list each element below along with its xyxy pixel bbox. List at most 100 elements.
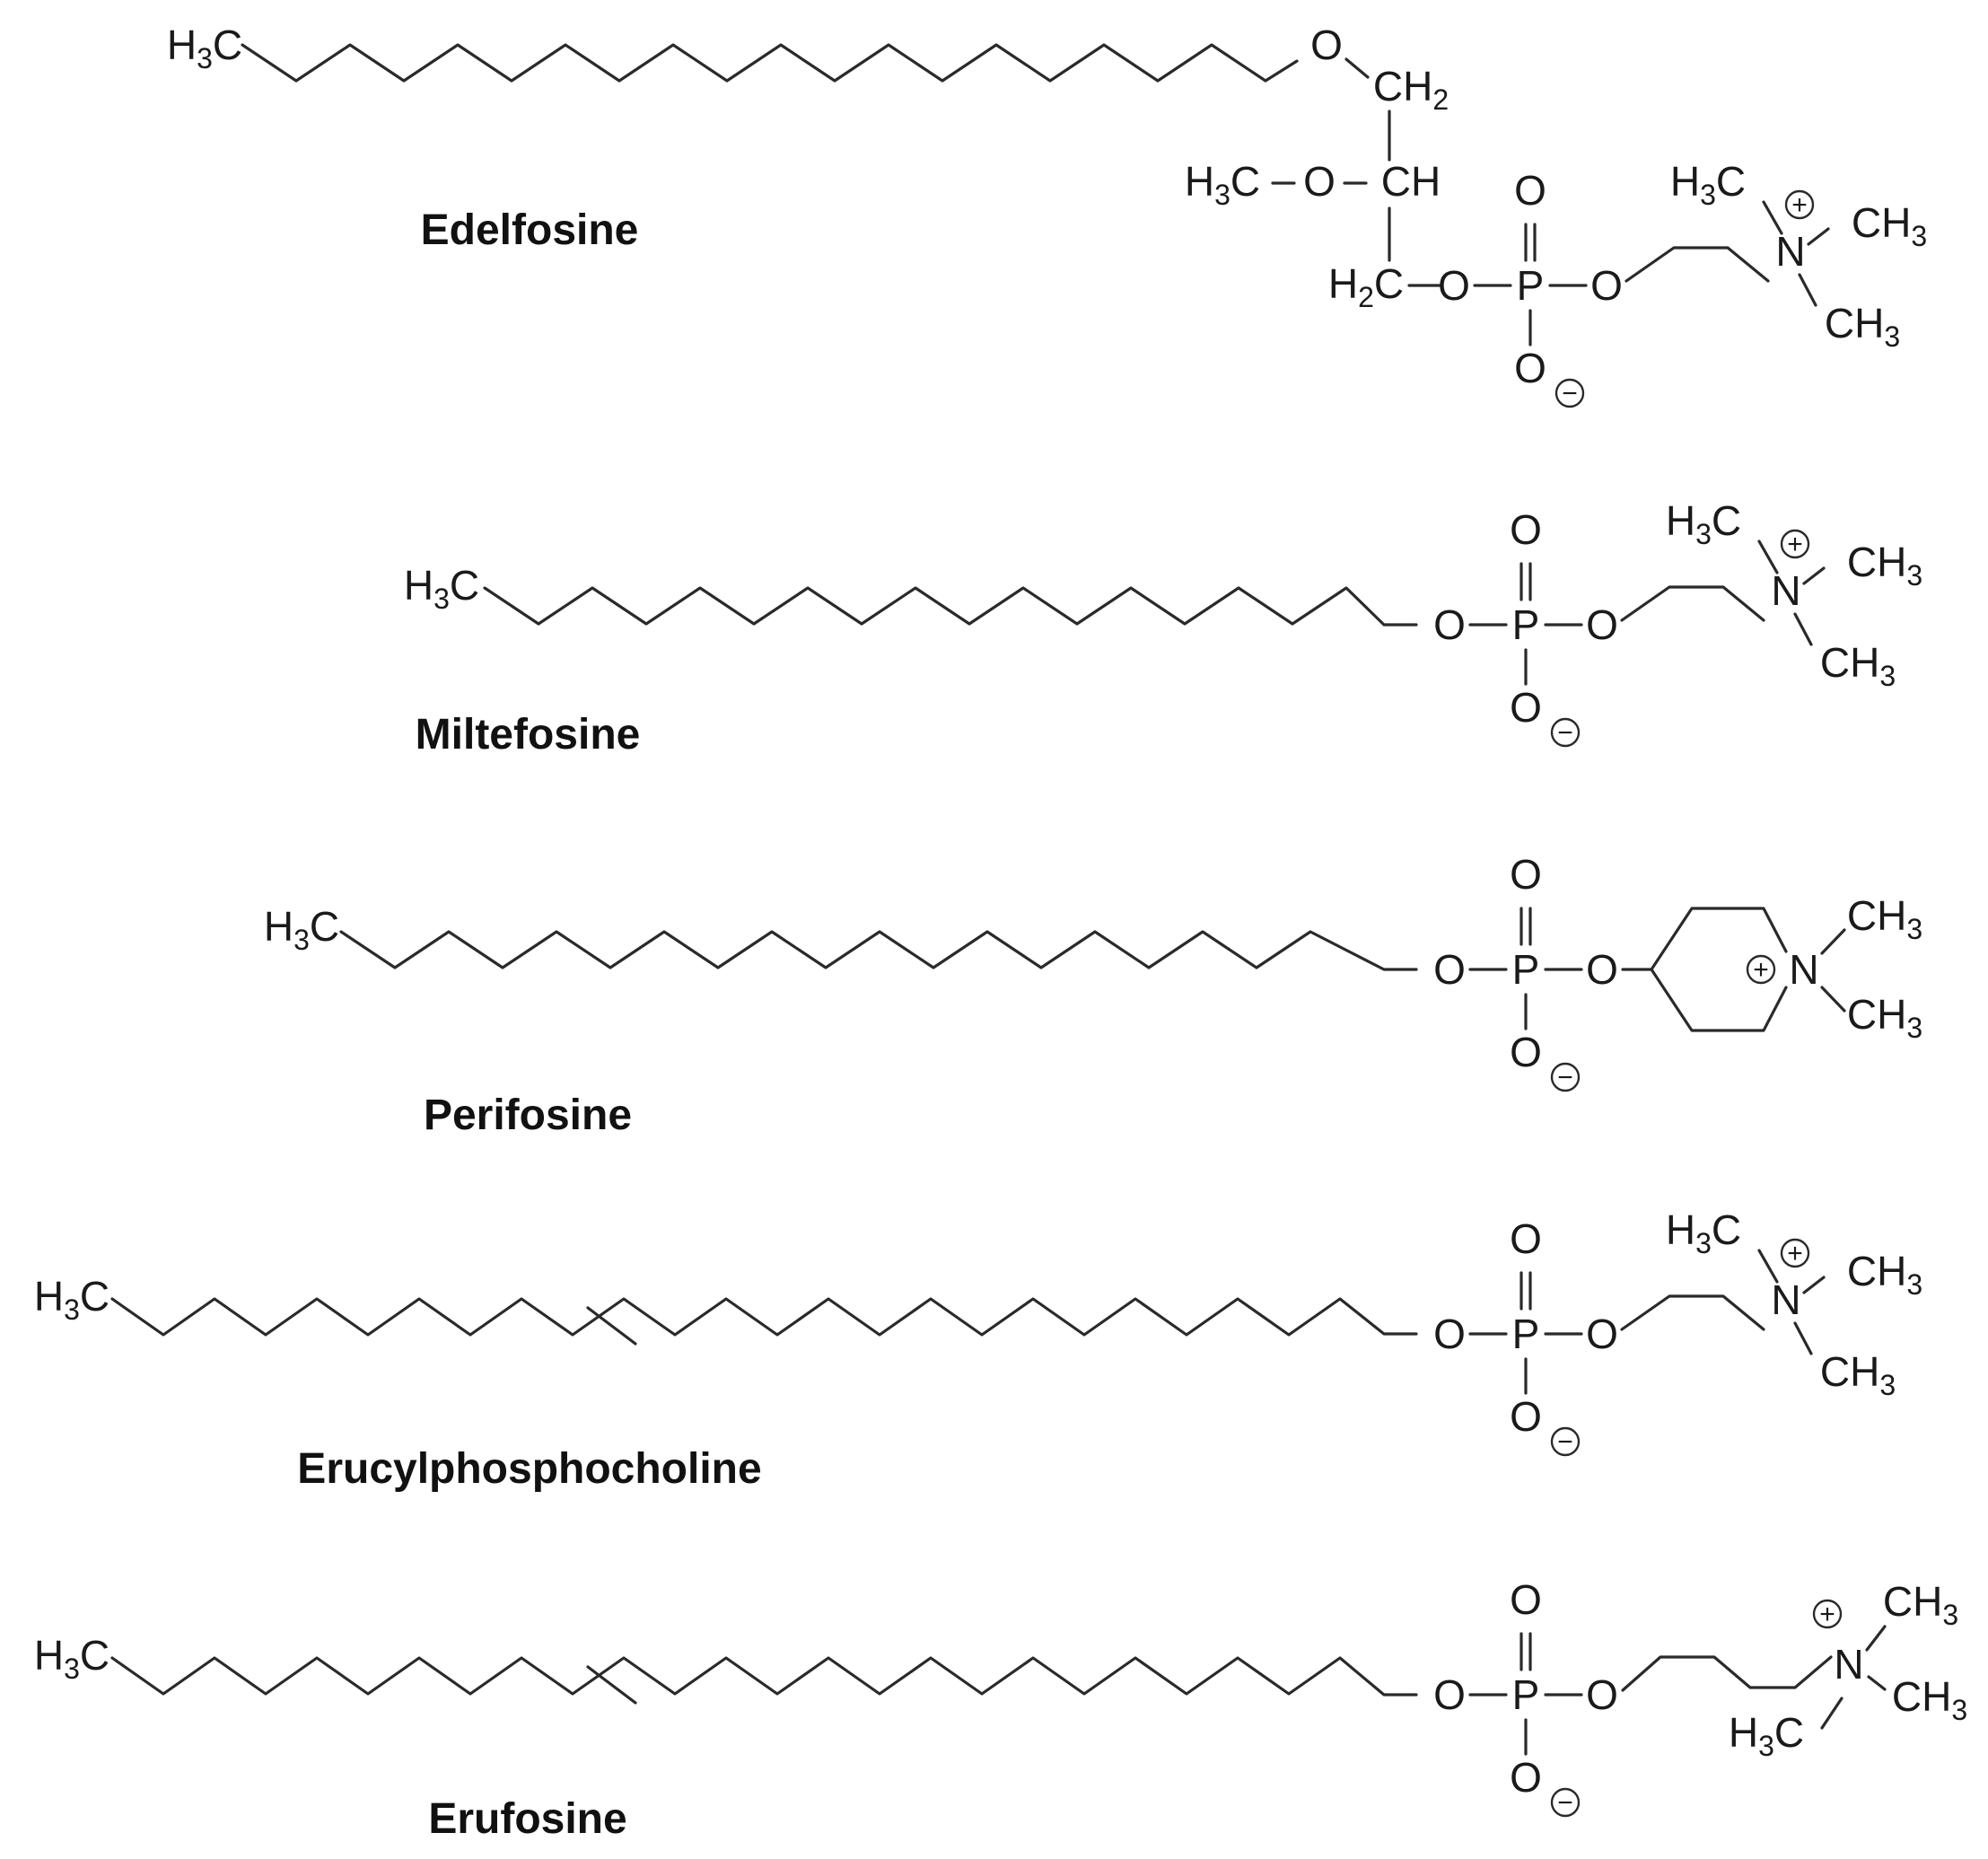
bonds-layer [110,43,1887,1756]
edelfosine-bond-n-me3 [1798,273,1817,307]
edelfosine-methoxy-oxygen: O [1303,158,1336,205]
edelfosine-methyl-1: H3C [1670,158,1746,211]
erucylphosphocholine-oxo-oxygen: O [1510,1215,1542,1262]
miltefosine-methyl-2: CH3 [1847,539,1922,592]
erucylphosphocholine-methyl-1: H3C [1666,1206,1741,1259]
miltefosine-negative-charge: − [1557,718,1573,748]
perifosine-alkyl-chain [339,930,1418,971]
erufosine-bond-n-me3 [1820,1697,1843,1730]
edelfosine-methyl-3: CH3 [1825,300,1900,353]
erufosine-terminal-methyl: H3C [34,1632,109,1685]
edelfosine-ch2-bottom: H2C [1328,260,1404,313]
miltefosine-positive-charge: + [1787,530,1803,559]
miltefosine-bond-n-me1 [1757,539,1779,574]
edelfosine-ester-oxygen-right: O [1590,262,1623,309]
erucylphosphocholine-alkyl-chain [110,1297,1418,1337]
miltefosine-ester-oxygen-right: O [1586,601,1618,648]
miltefosine-ester-oxygen-left: O [1433,601,1466,648]
name-erucylphosphocholine: Erucylphosphocholine [297,1445,761,1493]
perifosine-positive-charge: + [1753,955,1769,985]
erufosine-methyl-1: CH3 [1883,1578,1958,1631]
perifosine-nitrogen: N [1789,946,1818,993]
erucylphosphocholine-bond-n-me2 [1802,1276,1826,1294]
edelfosine-nitrogen: N [1775,228,1805,275]
erufosine-negative-charge: − [1557,1788,1573,1818]
erufosine-propyl-linker [1621,1655,1833,1692]
edelfosine-phosphorus: P [1517,262,1545,309]
erufosine-negative-charge-ring [1550,1787,1581,1818]
edelfosine-positive-charge-ring [1784,189,1815,220]
erufosine-phosphorus: P [1512,1671,1540,1718]
erufosine-alkyl-chain [110,1656,1418,1697]
erucylphosphocholine-ethyl-linker [1620,1294,1765,1331]
miltefosine-alkyl-chain [483,586,1418,627]
erucylphosphocholine-ester-oxygen-right: O [1586,1311,1618,1357]
erucylphosphocholine-phosphorus: P [1512,1311,1540,1357]
edelfosine-ethyl-linker [1625,246,1770,283]
erufosine-positive-charge: + [1819,1600,1835,1629]
perifosine-ester-oxygen-left: O [1433,946,1466,993]
miltefosine-bond-n-me3 [1793,612,1813,646]
perifosine-positive-charge-ring [1746,954,1776,985]
miltefosine-nitrogen: N [1771,567,1800,614]
perifosine-negative-charge: − [1557,1063,1573,1092]
erucylphosphocholine-anionic-oxygen: O [1510,1393,1542,1440]
edelfosine-ester-oxygen-left: O [1438,262,1470,309]
name-erufosine: Erufosine [428,1795,626,1843]
erufosine-ester-oxygen-left: O [1433,1671,1466,1718]
erufosine-ester-oxygen-right: O [1586,1671,1618,1718]
perifosine-bond-n-me1 [1820,928,1846,955]
edelfosine-ch: CH [1381,158,1441,205]
erufosine-anionic-oxygen: O [1510,1754,1542,1801]
erucylphosphocholine-methyl-2: CH3 [1847,1248,1922,1301]
erucylphosphocholine-nitrogen: N [1771,1276,1800,1323]
edelfosine-negative-charge-ring [1554,378,1585,408]
perifosine-ring-lower [1650,968,1788,1032]
edelfosine-negative-charge: − [1562,379,1578,408]
erucylphosphocholine-negative-charge-ring [1550,1426,1581,1457]
erufosine-trans-double-bond [586,1665,637,1705]
perifosine-bond-n-me2 [1820,986,1846,1013]
edelfosine-bond-o-ch2 [1344,57,1370,79]
miltefosine-methyl-1: H3C [1666,497,1741,550]
perifosine-terminal-methyl: H3C [264,903,339,956]
edelfosine-ch2-top: CH2 [1373,63,1449,116]
erucylphosphocholine-terminal-methyl: H3C [34,1273,109,1326]
erufosine-positive-charge-ring [1812,1599,1843,1629]
miltefosine-positive-charge-ring [1780,529,1810,559]
erucylphosphocholine-ester-oxygen-left: O [1433,1311,1466,1357]
erucylphosphocholine-negative-charge: − [1557,1427,1573,1457]
perifosine-negative-charge-ring [1550,1062,1581,1092]
name-perifosine: Perifosine [424,1092,632,1139]
edelfosine-positive-charge: + [1791,190,1808,220]
edelfosine-ether-oxygen: O [1310,22,1343,68]
perifosine-ring-upper [1650,907,1788,971]
erucylphosphocholine-trans-double-bond [586,1306,637,1346]
edelfosine-terminal-methyl: H3C [167,22,242,75]
miltefosine-methyl-3: CH3 [1820,639,1896,692]
erucylphosphocholine-bond-n-me1 [1757,1249,1779,1284]
perifosine-methyl-2: CH3 [1847,991,1922,1044]
edelfosine-bond-n-me1 [1762,200,1783,235]
miltefosine-phosphorus: P [1512,601,1540,648]
erucylphosphocholine-positive-charge: + [1787,1239,1803,1268]
erucylphosphocholine-methyl-3: CH3 [1820,1348,1896,1401]
perifosine-ester-oxygen-right: O [1586,946,1618,993]
name-miltefosine: Miltefosine [416,711,641,759]
erufosine-methyl-2: CH3 [1892,1673,1967,1726]
erufosine-bond-n-me1 [1865,1625,1887,1652]
miltefosine-anionic-oxygen: O [1510,684,1542,731]
name-edelfosine: Edelfosine [421,206,639,254]
erucylphosphocholine-positive-charge-ring [1780,1238,1810,1268]
perifosine-anionic-oxygen: O [1510,1029,1542,1075]
perifosine-oxo-oxygen: O [1510,851,1542,898]
miltefosine-oxo-oxygen: O [1510,506,1542,553]
erufosine-oxo-oxygen: O [1510,1576,1542,1623]
erufosine-nitrogen: N [1834,1641,1863,1688]
miltefosine-ethyl-linker [1620,585,1765,622]
erufosine-methyl-3: H3C [1729,1709,1804,1762]
edelfosine-alkyl-chain [241,43,1299,83]
miltefosine-bond-n-me2 [1802,566,1826,585]
